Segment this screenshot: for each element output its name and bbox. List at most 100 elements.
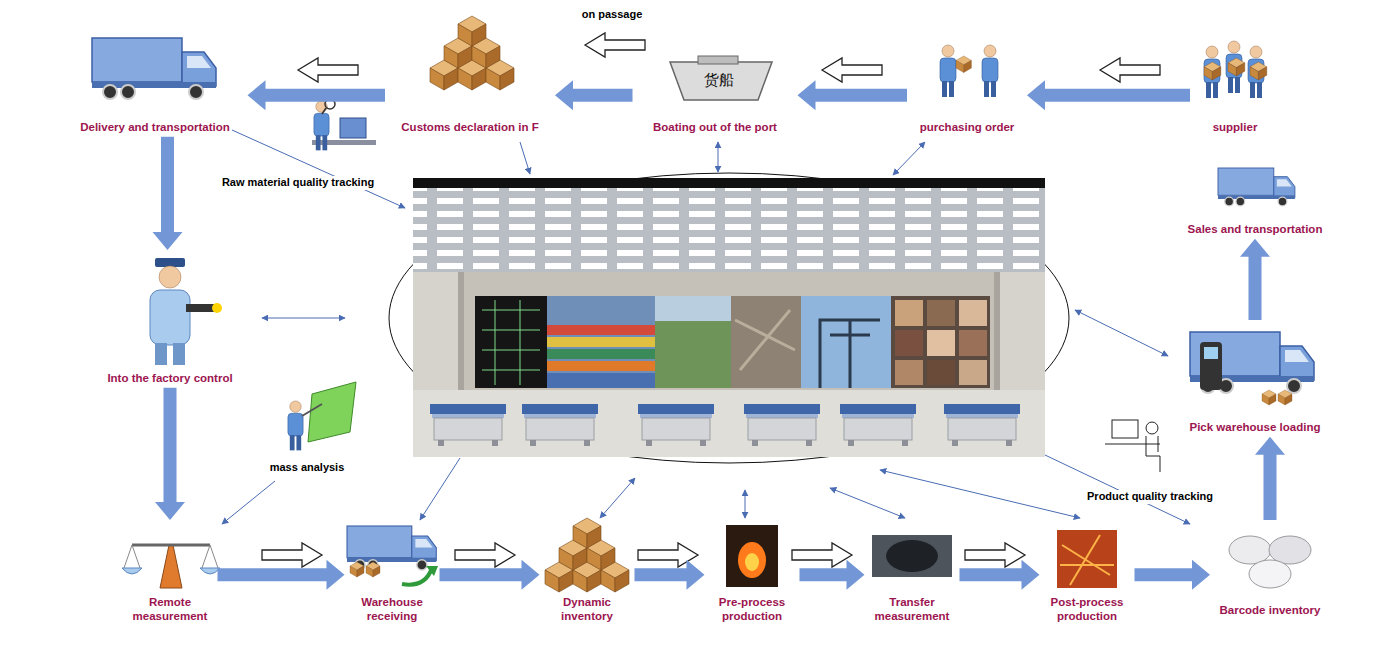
- leader-arrow: [600, 478, 635, 518]
- flow-arrow-shaft: [265, 89, 386, 102]
- leader-arrow: [718, 142, 719, 172]
- scale-icon: [122, 568, 142, 574]
- control-room: [413, 188, 1045, 272]
- flow-node: Warehouse receiving: [345, 520, 440, 626]
- pick-truck-icon: [1190, 332, 1314, 393]
- control-room: [413, 178, 1045, 457]
- leader-arrow: [262, 318, 345, 319]
- scale-icon: [160, 545, 182, 588]
- arrow-head: [248, 80, 266, 110]
- receiving-truck-icon: [347, 526, 438, 585]
- outline-arrow: [262, 543, 322, 567]
- ship-icon: [670, 62, 772, 100]
- control-room: [413, 390, 1045, 457]
- receiving-truck-icon: [366, 562, 380, 577]
- supplier-icon: [1250, 62, 1267, 80]
- flow-arrow-shaft: [572, 89, 633, 102]
- outline-arrow: [965, 543, 1025, 567]
- control-room: [895, 330, 923, 356]
- node-label: Into the factory control: [92, 372, 249, 386]
- inspector-icon: [312, 99, 376, 150]
- flow-arrow-shaft: [218, 568, 328, 581]
- node-label: Transfer measurement: [869, 596, 956, 624]
- control-room: [895, 300, 923, 326]
- transfer-photo: [886, 540, 938, 572]
- delivery-truck-icon: [92, 38, 216, 99]
- node-label: Barcode inventory: [1214, 604, 1326, 618]
- control-room: [735, 310, 795, 370]
- inspector-icon: [312, 140, 376, 145]
- flow-arrow-shaft: [800, 568, 848, 581]
- control-room: [744, 404, 820, 446]
- supplier-icon: [1204, 46, 1220, 98]
- node-label: Sales and transportation: [1177, 223, 1334, 237]
- control-room: [655, 296, 731, 321]
- inspector-icon: [340, 118, 366, 138]
- customs-boxes-icon: [430, 16, 514, 90]
- analyst-icon: [302, 404, 322, 416]
- arrow-head: [1027, 80, 1045, 110]
- control-room: [547, 373, 655, 388]
- operator-icon: [1105, 444, 1160, 445]
- outline-arrow: [455, 543, 515, 567]
- arrow-head: [687, 560, 705, 590]
- flow-arrow-shaft: [960, 568, 1023, 581]
- operator-icon: [1112, 420, 1138, 438]
- transfer-photo: [872, 535, 952, 577]
- receiving-truck-icon: [350, 562, 364, 577]
- flow-arrow: [248, 80, 386, 110]
- analyst-icon: [288, 401, 303, 450]
- inventory-boxes-icon: [545, 518, 629, 592]
- control-room: [927, 300, 955, 326]
- flow-arrow-shaft: [1135, 568, 1194, 581]
- leader-arrow: [830, 488, 905, 518]
- sales-truck-icon: [1218, 168, 1295, 206]
- guard-icon: [155, 258, 185, 267]
- pick-truck-icon: [1200, 342, 1222, 390]
- flow-node: purchasing order: [907, 29, 1027, 137]
- control-room: [430, 404, 506, 446]
- flow-arrow-shaft: [164, 388, 177, 503]
- flow-arrow: [153, 137, 183, 250]
- scale-icon: [122, 545, 220, 588]
- barcode-rolls-icon: [1249, 560, 1291, 588]
- flow-node: Delivery and transportation: [63, 29, 248, 137]
- flow-arrow: [800, 560, 865, 590]
- control-room: [895, 360, 923, 385]
- node-label: Remote measurement: [127, 596, 214, 624]
- post-process-photo: [1057, 530, 1117, 588]
- node-label: Pick warehouse loading: [1177, 421, 1334, 435]
- control-room: [840, 404, 916, 446]
- control-room: [413, 272, 458, 390]
- flow-arrow: [635, 560, 705, 590]
- scale-icon: [132, 544, 210, 547]
- control-room: [927, 360, 955, 385]
- guard-icon: [212, 303, 222, 313]
- purchasing-icon: [940, 45, 998, 97]
- control-room: [547, 361, 655, 371]
- operator-icon: [1146, 422, 1158, 434]
- control-room: [458, 272, 464, 390]
- scale-icon: [124, 545, 218, 568]
- control-room: [547, 349, 655, 359]
- post-process-photo: [1060, 535, 1114, 585]
- operator-icon: [1146, 436, 1160, 472]
- arrow-head: [1192, 560, 1210, 590]
- scale-icon: [200, 568, 220, 574]
- leader-arrow: [1075, 310, 1168, 356]
- node-label: Warehouse receiving: [349, 596, 436, 624]
- control-room: [413, 178, 1045, 188]
- purchasing-icon: [940, 45, 956, 97]
- flow-node: Barcode inventory: [1210, 520, 1330, 620]
- control-room: [482, 300, 540, 385]
- furnace-photo: [726, 525, 778, 587]
- flow-arrow: [218, 560, 345, 590]
- flow-arrow: [155, 388, 185, 520]
- arrow-head: [522, 560, 540, 590]
- flow-arrow: [555, 80, 633, 110]
- furnace-photo: [726, 525, 778, 587]
- flow-arrow: [1135, 560, 1211, 590]
- outline-arrow: [585, 33, 645, 57]
- flow-arrow-shaft: [1249, 256, 1262, 320]
